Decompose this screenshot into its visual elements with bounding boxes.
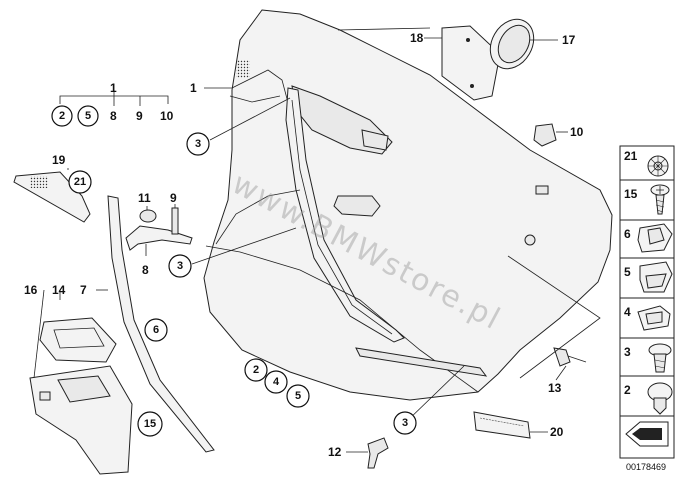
circled-label-5-top: 5 (77, 105, 99, 127)
label-7: 7 (80, 283, 87, 297)
door-trim-panel (203, 9, 613, 401)
svg-text:5: 5 (85, 110, 91, 122)
legend-item-21: 21 (624, 149, 638, 163)
legend-item-5: 5 (624, 265, 631, 279)
clip-4-icon (637, 305, 671, 331)
circled-label-4-bot: 4 (264, 370, 288, 394)
clip-13 (553, 347, 587, 367)
label-10-right: 10 (570, 125, 584, 139)
svg-text:4: 4 (273, 376, 280, 388)
svg-text:5: 5 (295, 390, 301, 402)
legend-item-4: 4 (624, 305, 631, 319)
pin-9 (171, 207, 179, 235)
screw-icon (650, 184, 670, 215)
light-unit-20 (473, 411, 531, 439)
bolt-icon (648, 343, 672, 373)
push-pin-12 (367, 437, 389, 469)
bin-14 (39, 317, 117, 363)
legend-item-2: 2 (624, 383, 631, 397)
legend-item-6: 6 (624, 227, 631, 241)
handle-8 (125, 225, 193, 251)
trim-strip-7 (107, 195, 215, 453)
label-8-top: 8 (110, 109, 117, 123)
label-14: 14 (52, 283, 66, 297)
star-washer-icon (647, 155, 669, 177)
clip-10 (533, 123, 557, 147)
label-20: 20 (550, 425, 564, 439)
svg-text:15: 15 (144, 418, 156, 430)
label-9-mid: 9 (170, 191, 177, 205)
circled-label-2-bot: 2 (244, 358, 268, 382)
label-17: 17 (562, 33, 576, 47)
svg-text:3: 3 (177, 260, 183, 272)
svg-text:6: 6 (153, 324, 159, 336)
round-cover-17 (489, 18, 535, 70)
leader-lines (33, 27, 601, 453)
fastener-legend: 21 15 6 5 4 3 2 (619, 145, 675, 459)
circled-label-15: 15 (137, 411, 163, 437)
svg-text:3: 3 (402, 417, 408, 429)
label-1-main: 1 (190, 81, 197, 95)
svg-text:2: 2 (59, 110, 65, 122)
label-18: 18 (410, 31, 424, 45)
cap-11 (139, 209, 157, 223)
circled-label-6: 6 (144, 318, 168, 342)
clip-6-icon (637, 223, 673, 253)
legend-item-3: 3 (624, 345, 631, 359)
label-19: 19 (52, 153, 66, 167)
label-16: 16 (24, 283, 38, 297)
label-8-mid: 8 (142, 263, 149, 277)
push-rivet-icon (647, 382, 673, 415)
label-13: 13 (548, 381, 562, 395)
circled-label-2-top: 2 (51, 105, 73, 127)
circled-label-5-bot: 5 (286, 384, 310, 408)
label-1-top: 1 (110, 81, 117, 95)
svg-text:3: 3 (195, 138, 201, 150)
reference-number: 00178469 (626, 462, 666, 472)
circled-label-3-a: 3 (186, 132, 210, 156)
circled-label-3-b: 3 (168, 254, 192, 278)
circled-label-3-c: 3 (393, 411, 417, 435)
circled-label-21: 21 (68, 170, 92, 194)
label-11: 11 (138, 191, 151, 205)
cover-plate-18 (441, 25, 501, 101)
label-12: 12 (328, 445, 342, 459)
label-9-top: 9 (136, 109, 143, 123)
label-10-top: 10 (160, 109, 174, 123)
svg-text:2: 2 (253, 364, 259, 376)
arrow-icon (625, 421, 669, 447)
legend-item-15: 15 (624, 187, 638, 201)
holder-16 (29, 365, 133, 475)
clip-5-icon (639, 261, 673, 293)
svg-text:21: 21 (74, 176, 86, 188)
